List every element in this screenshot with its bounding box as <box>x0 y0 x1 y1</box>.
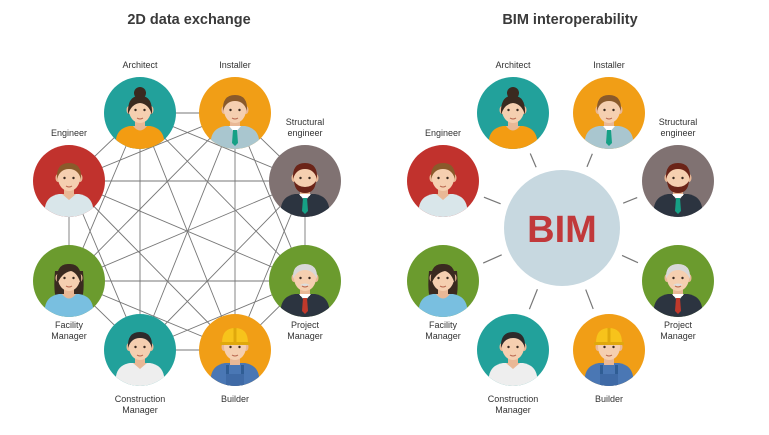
hub-spoke-builder <box>585 289 594 310</box>
right-node-facility <box>407 245 479 317</box>
project-avatar-icon <box>654 264 702 317</box>
right-label-line: Manager <box>425 331 461 341</box>
builder-avatar-icon <box>585 328 633 386</box>
right-label-line: Architect <box>495 60 531 70</box>
left-node-facility <box>33 245 105 317</box>
mesh-line-builder-engineer <box>68 180 236 351</box>
right-label-builder: Builder <box>595 394 623 404</box>
facility-avatar-icon <box>419 263 467 317</box>
left-panel-title: 2D data exchange <box>127 12 250 28</box>
left-label-line: Facility <box>55 320 84 330</box>
right-label-line: engineer <box>660 128 695 138</box>
left-node-architect <box>104 77 176 149</box>
left-node-structural <box>269 145 341 217</box>
right-node-builder <box>573 314 645 386</box>
left-label-line: engineer <box>287 128 322 138</box>
right-label-line: Builder <box>595 394 623 404</box>
structural-avatar-icon <box>281 163 329 217</box>
structural-avatar-icon <box>654 163 702 217</box>
facility-avatar-icon <box>45 263 93 317</box>
right-label-line: Manager <box>495 405 531 415</box>
left-node-builder <box>199 314 271 386</box>
right-node-installer <box>573 77 645 149</box>
left-label-line: Manager <box>51 331 87 341</box>
left-node-engineer <box>33 145 105 217</box>
project-avatar-icon <box>281 264 329 317</box>
left-label-line: Construction <box>115 394 166 404</box>
right-node-architect <box>477 77 549 149</box>
right-label-line: Project <box>664 320 693 330</box>
left-label-line: Structural <box>286 117 325 127</box>
left-label-line: Manager <box>122 405 158 415</box>
bim-hub-circle <box>504 170 620 286</box>
builder-avatar-icon <box>211 328 259 386</box>
mesh-connections <box>68 112 306 351</box>
hub-spoke-structural <box>622 196 638 204</box>
right-label-line: Structural <box>659 117 698 127</box>
right-label-installer: Installer <box>593 60 625 70</box>
hub-spoke-architect <box>529 153 537 168</box>
engineer-avatar-icon <box>419 163 467 217</box>
hub-spoke-construction <box>528 289 538 310</box>
construction-avatar-icon <box>489 332 537 386</box>
left-node-installer <box>199 77 271 149</box>
right-panel-title: BIM interoperability <box>502 12 637 28</box>
left-label-installer: Installer <box>219 60 251 70</box>
right-node-project <box>642 245 714 317</box>
left-label-line: Architect <box>122 60 158 70</box>
right-node-construction <box>477 314 549 386</box>
mesh-line-installer-facility <box>68 112 236 282</box>
right-label-line: Construction <box>488 394 539 404</box>
engineer-avatar-icon <box>45 163 93 217</box>
left-node-construction <box>104 314 176 386</box>
left-label-engineer: Engineer <box>51 128 87 138</box>
right-label-line: Manager <box>660 331 696 341</box>
construction-avatar-icon <box>116 332 164 386</box>
left-label-line: Project <box>291 320 320 330</box>
right-label-line: Facility <box>429 320 458 330</box>
architect-avatar-icon <box>116 87 164 149</box>
right-label-line: Engineer <box>425 128 461 138</box>
right-node-engineer <box>407 145 479 217</box>
right-node-structural <box>642 145 714 217</box>
hub-spoke-engineer <box>483 196 501 205</box>
left-node-project <box>269 245 341 317</box>
installer-avatar-icon <box>211 95 259 149</box>
left-label-line: Engineer <box>51 128 87 138</box>
hub-spoke-facility <box>482 254 502 264</box>
hub-connections <box>482 153 639 310</box>
right-label-engineer: Engineer <box>425 128 461 138</box>
left-label-architect: Architect <box>122 60 158 70</box>
right-label-architect: Architect <box>495 60 531 70</box>
mesh-line-project-engineer <box>68 180 306 282</box>
left-label-line: Installer <box>219 60 251 70</box>
architect-avatar-icon <box>489 87 537 149</box>
hub-spoke-project <box>621 254 639 264</box>
left-label-line: Builder <box>221 394 249 404</box>
right-label-line: Installer <box>593 60 625 70</box>
bim-hub-label: BIM <box>527 209 597 251</box>
installer-avatar-icon <box>585 95 633 149</box>
left-label-builder: Builder <box>221 394 249 404</box>
hub-spoke-installer <box>586 153 593 168</box>
left-label-line: Manager <box>287 331 323 341</box>
bim-hub: BIM <box>504 170 620 286</box>
